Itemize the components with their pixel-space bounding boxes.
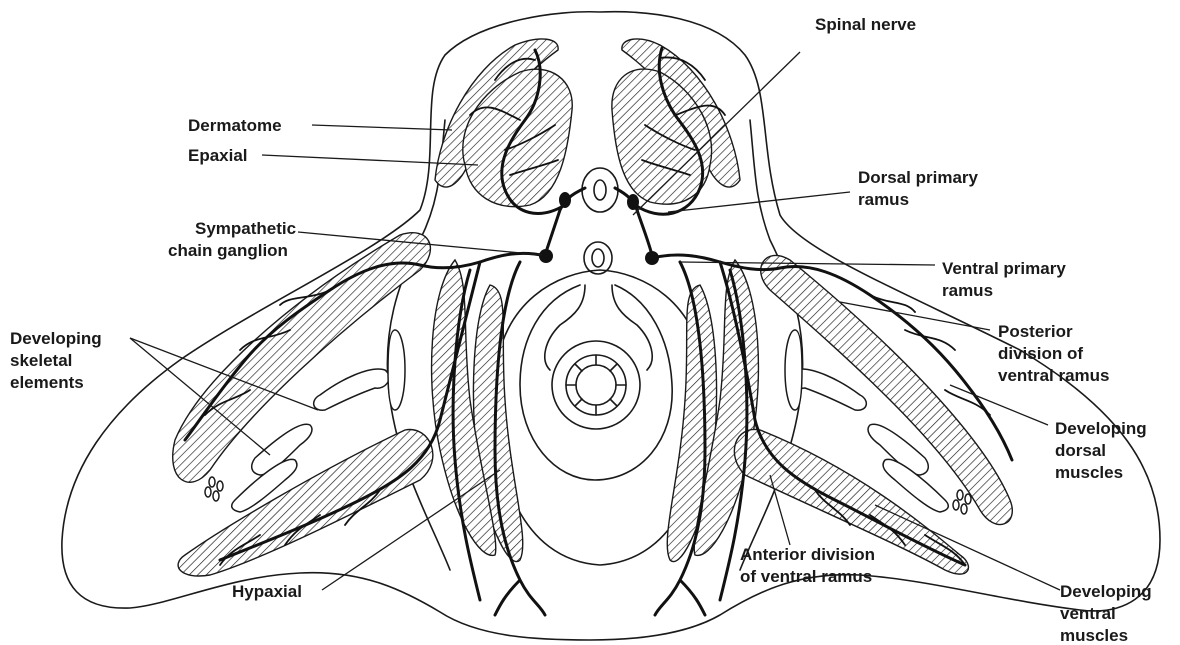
label-dorsal-muscles-line3: muscles (1055, 463, 1123, 482)
leader-dorsal-muscles (950, 385, 1048, 425)
label-anterior-line2: of ventral ramus (740, 567, 872, 586)
label-dorsal-muscles-line1: Developing (1055, 419, 1147, 438)
neural-tube (582, 168, 618, 212)
label-dermatome: Dermatome (188, 116, 282, 135)
label-hypaxial: Hypaxial (232, 582, 302, 601)
mesentery-left (545, 285, 585, 370)
gut-tube-wall (520, 285, 672, 480)
label-posterior-line3: ventral ramus (998, 366, 1110, 385)
label-ventral-primary-ramus-line2: ramus (942, 281, 993, 300)
skeletal-element-left-proximal (388, 330, 405, 410)
notochord-inner (592, 249, 604, 267)
leader-ventral-primary-ramus (680, 262, 935, 265)
label-epaxial: Epaxial (188, 146, 248, 165)
label-skeletal-line1: Developing (10, 329, 102, 348)
label-ventral-muscles-line3: muscles (1060, 626, 1128, 645)
gut-epithelium (566, 355, 626, 415)
label-posterior-line2: division of (998, 344, 1083, 363)
label-skeletal-line3: elements (10, 373, 84, 392)
carpal-bones-left (205, 477, 223, 501)
notochord (584, 242, 612, 274)
label-sympathetic-line1: Sympathetic (195, 219, 296, 238)
skeletal-element-right-proximal (785, 330, 802, 410)
label-dorsal-primary-ramus-line2: ramus (858, 190, 909, 209)
label-spinal-nerve: Spinal nerve (815, 15, 916, 34)
label-ventral-muscles-line1: Developing (1060, 582, 1152, 601)
label-anterior-line1: Anterior division (740, 545, 875, 564)
label-dorsal-primary-ramus-line1: Dorsal primary (858, 168, 979, 187)
label-skeletal-line2: skeletal (10, 351, 72, 370)
skeletal-element-left-humerus (314, 369, 389, 410)
label-posterior-line1: Posterior (998, 322, 1073, 341)
label-dorsal-muscles-line2: dorsal (1055, 441, 1106, 460)
mesentery-right (612, 285, 652, 370)
carpal-bones-right (953, 490, 971, 514)
label-sympathetic-line2: chain ganglion (168, 241, 288, 260)
label-ventral-muscles-line2: ventral (1060, 604, 1116, 623)
label-ventral-primary-ramus-line1: Ventral primary (942, 259, 1066, 278)
neural-canal (594, 180, 606, 200)
